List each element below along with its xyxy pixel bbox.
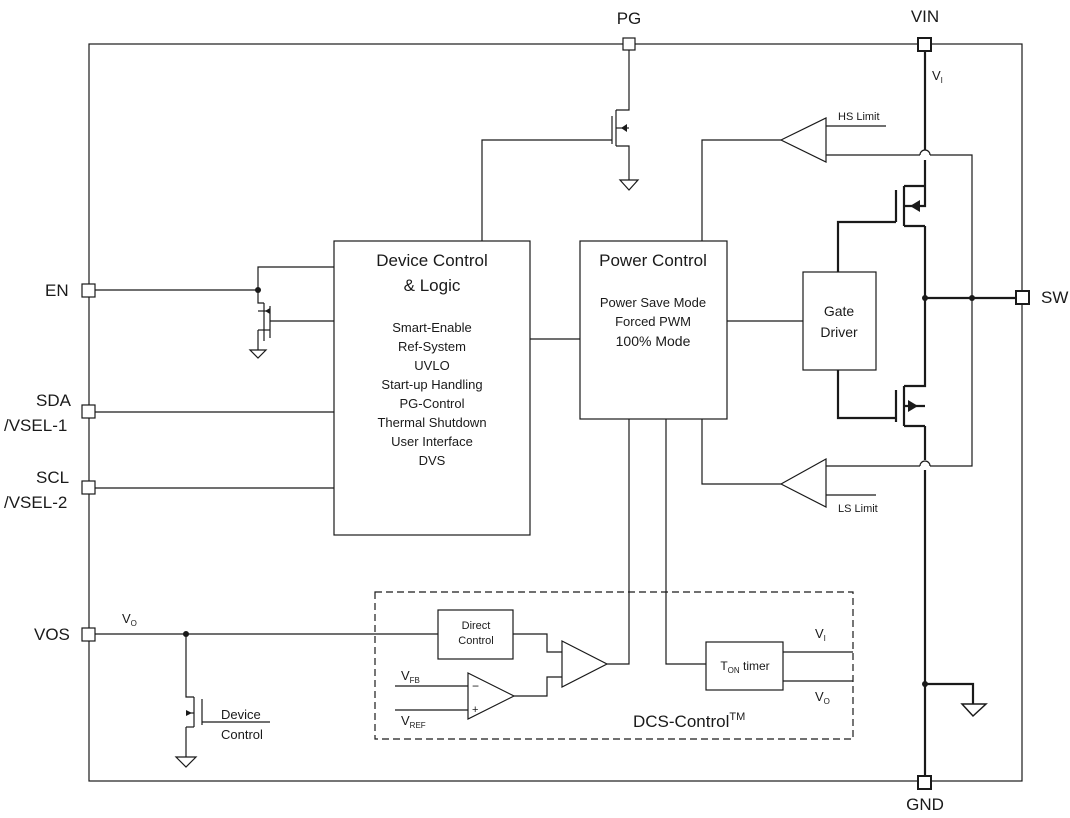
device-control-title-1: Device Control bbox=[376, 251, 488, 270]
direct-control-box bbox=[437, 609, 514, 660]
pin-sda bbox=[81, 404, 96, 419]
pin-label-scl: SCL bbox=[36, 468, 69, 487]
pin-label-sw: SW bbox=[1041, 288, 1068, 307]
gate-driver-block: Gate Driver bbox=[802, 271, 877, 371]
device-control-box bbox=[333, 240, 531, 536]
power-mode-item: Forced PWM bbox=[615, 314, 691, 329]
direct-control-label-1: Direct bbox=[462, 620, 491, 632]
hs-limit-comparator: HS Limit bbox=[701, 111, 886, 241]
pin-en bbox=[81, 283, 96, 298]
vref-label: VREF bbox=[401, 713, 426, 730]
pin-label-en: EN bbox=[45, 281, 69, 300]
en-pulldown-transistor bbox=[248, 290, 334, 359]
ton-vi-label: VI bbox=[815, 626, 826, 643]
device-control-label-1: Device bbox=[221, 707, 261, 722]
function-item: Ref-System bbox=[398, 339, 466, 354]
pin-label-vsel2: /VSEL-2 bbox=[4, 493, 67, 512]
pg-transistor bbox=[611, 50, 640, 191]
opamp-minus: − bbox=[472, 679, 479, 693]
wire-sw-sense-hs bbox=[930, 154, 973, 298]
device-control-title-2: & Logic bbox=[404, 276, 461, 295]
ground-icon bbox=[248, 349, 268, 359]
gate-driver-label-2: Driver bbox=[820, 324, 858, 340]
function-item: Start-up Handling bbox=[381, 377, 482, 392]
pin-gnd bbox=[917, 775, 932, 790]
power-control-block: Power Control Power Save Mode Forced PWM… bbox=[579, 240, 728, 420]
pin-label-pg: PG bbox=[617, 9, 642, 28]
high-side-pmos bbox=[894, 184, 927, 298]
wire-hs-to-power bbox=[701, 139, 781, 241]
dcs-control-region bbox=[374, 591, 854, 740]
ton-timer-box bbox=[705, 641, 784, 691]
ton-timer-label: TON timer bbox=[720, 659, 769, 675]
wire-comparator-to-power bbox=[607, 419, 630, 665]
pin-label-gnd: GND bbox=[906, 795, 944, 814]
vo-label: VO bbox=[122, 611, 137, 628]
pin-label-vin: VIN bbox=[911, 7, 939, 26]
function-item: User Interface bbox=[391, 434, 473, 449]
wire-en-to-logic bbox=[257, 266, 334, 290]
power-control-title: Power Control bbox=[599, 251, 707, 270]
wire-ls-to-power bbox=[701, 419, 781, 485]
direct-control-label-2: Control bbox=[458, 635, 493, 647]
pin-vos bbox=[81, 627, 96, 642]
vi-label: VI bbox=[932, 68, 943, 85]
ground-icon bbox=[174, 756, 198, 768]
pin-label-vos: VOS bbox=[34, 625, 70, 644]
function-item: UVLO bbox=[414, 358, 449, 373]
vfb-label: VFB bbox=[401, 668, 420, 685]
gate-driver-box bbox=[802, 271, 877, 371]
ground-icon bbox=[618, 179, 640, 191]
pin-pg bbox=[622, 37, 636, 51]
pin-vin bbox=[917, 37, 932, 52]
device-control-label-2: Control bbox=[221, 727, 263, 742]
power-mode-item: 100% Mode bbox=[616, 333, 691, 349]
device-control-logic-block: Device Control & Logic Smart-Enable Ref-… bbox=[333, 240, 531, 536]
pin-label-sda: SDA bbox=[36, 391, 72, 410]
dcs-control-label: DCS-ControlTM bbox=[633, 711, 745, 731]
power-control-box bbox=[579, 240, 728, 420]
function-item: Smart-Enable bbox=[392, 320, 471, 335]
ton-vo-label: VO bbox=[815, 689, 830, 706]
pin-sw bbox=[1015, 290, 1030, 305]
low-side-nmos bbox=[894, 298, 927, 776]
ls-limit-comparator: LS Limit bbox=[701, 419, 878, 515]
pin-label-vsel1: /VSEL-1 bbox=[4, 416, 67, 435]
error-amplifier: − + bbox=[395, 672, 516, 720]
ground-icon bbox=[960, 703, 988, 718]
hs-limit-label: HS Limit bbox=[838, 111, 880, 123]
pin-scl bbox=[81, 480, 96, 495]
function-item: PG-Control bbox=[399, 396, 464, 411]
wire-logic-to-pg bbox=[481, 139, 612, 241]
gate-driver-label-1: Gate bbox=[824, 303, 855, 319]
output-discharge-transistor bbox=[174, 634, 270, 768]
ls-limit-label: LS Limit bbox=[838, 503, 878, 515]
wire-ls-gate bbox=[836, 370, 896, 420]
power-mode-item: Power Save Mode bbox=[600, 295, 706, 310]
opamp-plus: + bbox=[472, 704, 478, 716]
function-item: DVS bbox=[419, 453, 446, 468]
wire-sw-sense-ls bbox=[930, 298, 973, 467]
wire-hs-gate bbox=[836, 220, 896, 272]
function-item: Thermal Shutdown bbox=[377, 415, 486, 430]
dcs-comparator bbox=[513, 419, 630, 697]
wire-power-to-ton bbox=[665, 419, 706, 665]
